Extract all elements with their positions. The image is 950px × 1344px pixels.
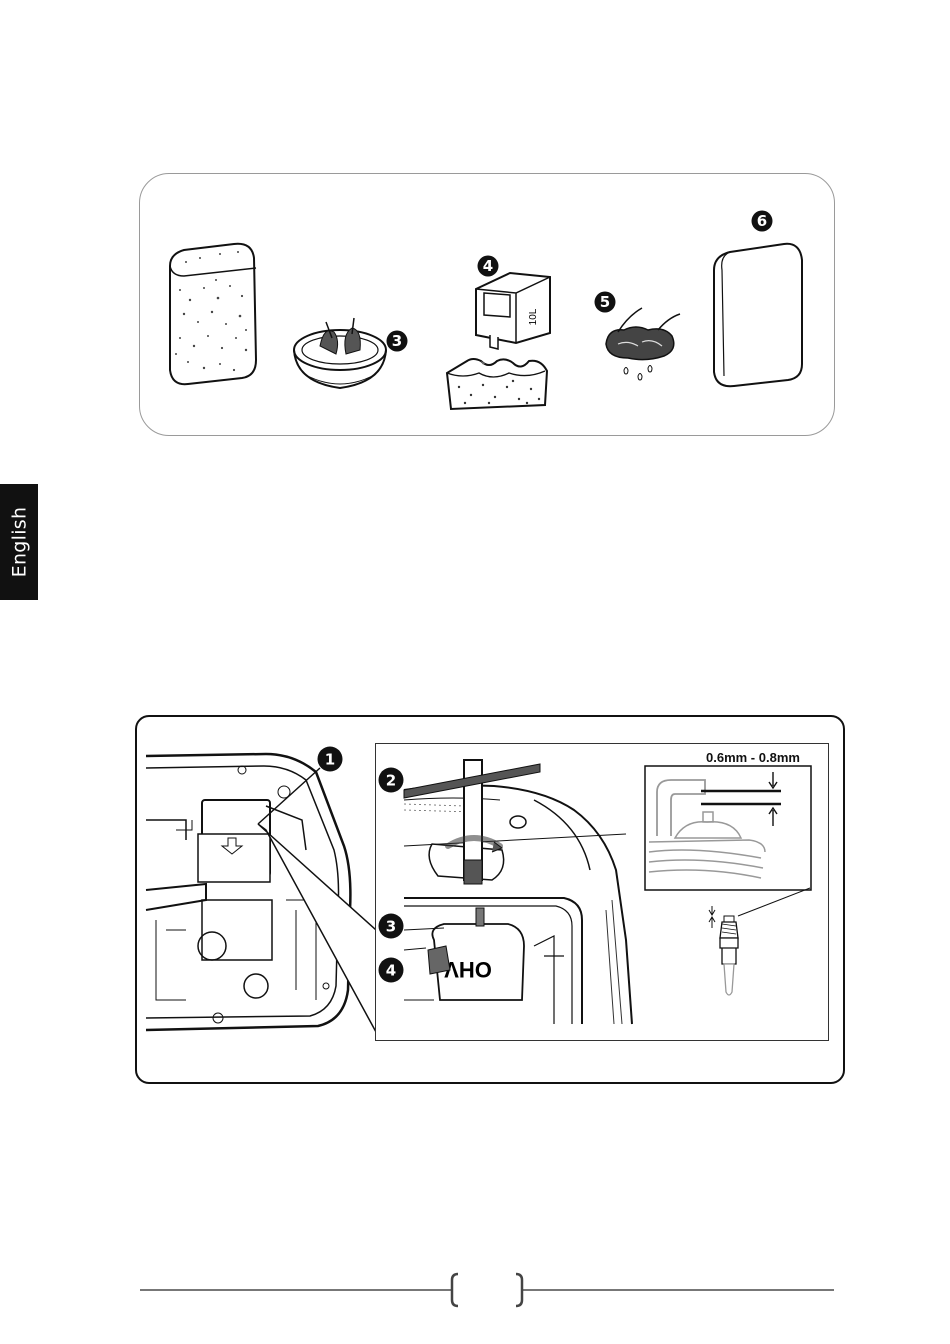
svg-text:3: 3 xyxy=(386,918,396,936)
footer-rule-right xyxy=(522,1289,834,1291)
footer-rule-left xyxy=(140,1289,452,1291)
spark-plug-removal-illustration: OHV xyxy=(404,760,636,1024)
electrode-gap-label: 0.6mm - 0.8mm xyxy=(706,750,800,765)
svg-text:OHV: OHV xyxy=(444,957,492,982)
badge-4: 4 xyxy=(378,957,404,983)
badge-3: 3 xyxy=(378,913,404,939)
svg-text:4: 4 xyxy=(386,962,396,980)
electrode-gap-detail xyxy=(645,766,811,890)
badge-2: 2 xyxy=(378,767,404,793)
spark-plug-illustration xyxy=(700,888,820,1003)
page-number-bracket xyxy=(450,1272,524,1308)
svg-text:2: 2 xyxy=(386,772,396,790)
